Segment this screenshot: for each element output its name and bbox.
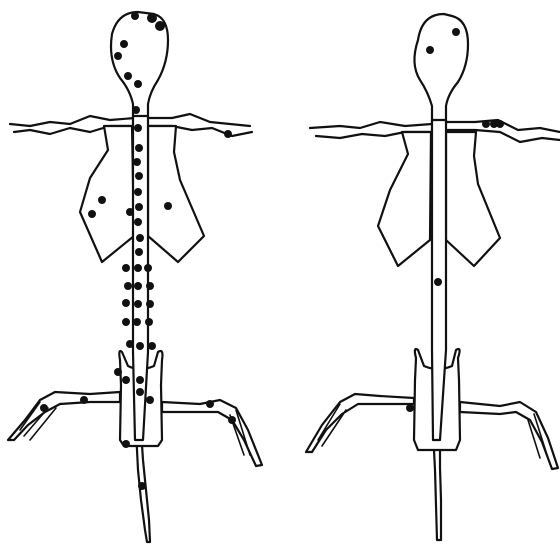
- left-dot-marker: [146, 282, 154, 290]
- left-dot-marker: [135, 144, 143, 152]
- left-dot-marker: [136, 234, 144, 242]
- right-shoulder-left: [378, 132, 431, 266]
- left-dot-marker: [146, 300, 154, 308]
- right-dot-marker: [406, 404, 414, 412]
- left-dot-marker: [136, 376, 144, 384]
- right-head: [414, 14, 468, 124]
- left-dot-marker: [145, 318, 153, 326]
- left-dot-marker: [122, 264, 130, 272]
- left-dot-marker: [164, 202, 172, 210]
- left-dot-marker: [146, 396, 154, 404]
- left-dot-marker: [224, 130, 232, 138]
- left-dot-marker: [135, 248, 143, 256]
- right-dot-marker: [496, 120, 504, 128]
- left-dot-marker: [147, 13, 157, 23]
- left-dot-marker: [124, 72, 132, 80]
- left-dot-marker: [122, 299, 130, 307]
- left-dot-marker: [133, 318, 141, 326]
- left-dot-marker: [134, 264, 142, 272]
- left-dot-marker: [134, 300, 142, 308]
- left-dot-marker: [114, 368, 122, 376]
- left-dot-marker: [155, 21, 165, 31]
- left-dot-marker: [132, 106, 140, 114]
- left-dot-marker: [122, 318, 130, 326]
- left-dot-marker: [134, 80, 142, 88]
- left-dot-marker: [133, 158, 141, 166]
- left-shoulder-left: [80, 126, 134, 262]
- left-dot-marker: [136, 342, 144, 350]
- right-shoulder-right: [446, 132, 500, 266]
- left-dot-marker: [98, 196, 106, 204]
- left-dot-marker: [114, 52, 122, 60]
- left-figure: [8, 12, 262, 542]
- left-dot-marker: [122, 440, 130, 448]
- left-dot-marker: [144, 264, 152, 272]
- left-dot-marker: [135, 172, 143, 180]
- left-dot-marker: [124, 282, 132, 290]
- left-dot-marker: [138, 482, 146, 490]
- right-figure: [306, 14, 560, 540]
- right-dot-marker: [482, 120, 490, 128]
- right-dot-marker: [434, 278, 442, 286]
- left-dot-marker: [126, 340, 134, 348]
- left-dot-marker: [122, 376, 130, 384]
- left-shoulder-right: [148, 126, 204, 262]
- right-dot-marker: [452, 28, 460, 36]
- left-dot-marker: [136, 388, 144, 396]
- left-dot-marker: [40, 404, 48, 412]
- left-dot-marker: [131, 12, 139, 20]
- left-dot-marker: [120, 40, 128, 48]
- left-dot-marker: [88, 210, 96, 218]
- left-dot-marker: [228, 416, 236, 424]
- right-dot-marker: [426, 46, 434, 54]
- left-dot-marker: [206, 400, 214, 408]
- left-dot-marker: [148, 342, 156, 350]
- left-dot-marker: [80, 396, 88, 404]
- left-dot-marker: [135, 203, 143, 211]
- left-dot-marker: [134, 282, 142, 290]
- left-dot-marker: [126, 208, 134, 216]
- left-dot-marker: [134, 218, 142, 226]
- left-dot-marker: [134, 188, 142, 196]
- left-dot-marker: [134, 124, 142, 132]
